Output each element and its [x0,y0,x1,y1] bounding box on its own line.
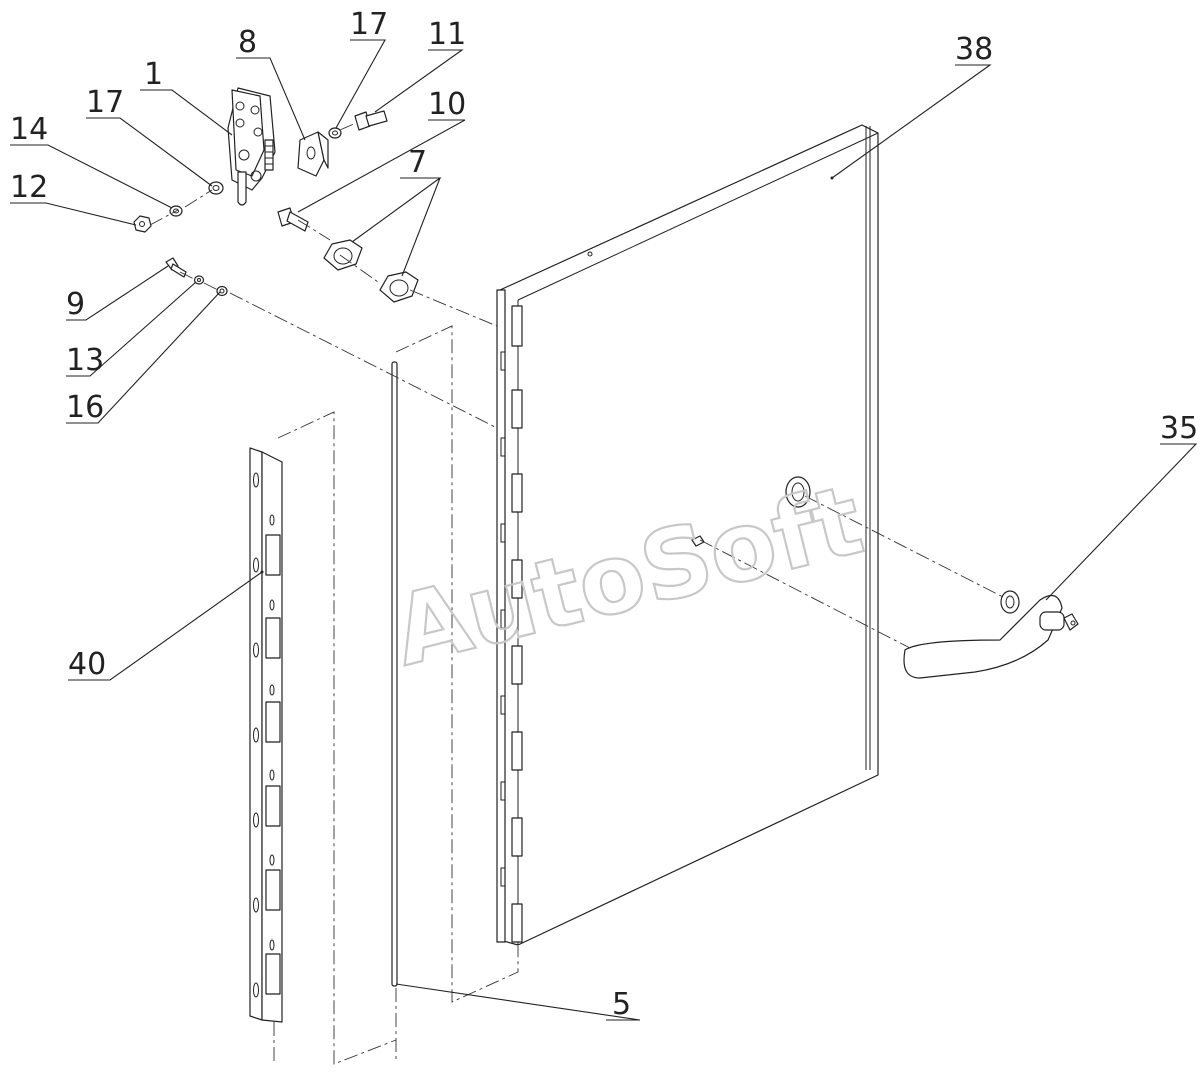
callout-8: 8 [238,25,257,60]
door-panel [499,124,879,946]
callout-40: 40 [68,647,106,682]
bolt-10 [277,207,309,232]
screw-9 [165,257,187,278]
callout-10: 10 [428,87,466,122]
door-hinge-knuckles [496,289,523,943]
callout-17-top: 17 [350,7,388,42]
bracket [297,131,329,177]
callout-1: 1 [144,57,163,92]
callout-14: 14 [10,112,48,147]
locknut-7b [379,271,419,303]
leader-lines [10,39,1198,1021]
hinge-strip [249,447,283,1023]
assembly-lines [149,122,1006,1065]
callout-5: 5 [612,987,631,1022]
callout-38: 38 [955,32,993,67]
washer-17-left [208,181,224,195]
washer-13 [193,275,205,285]
callout-9: 9 [66,287,85,322]
nut-12 [133,215,152,233]
locknut-7a [323,239,363,271]
callout-labels: 1 8 17 11 10 7 14 17 12 9 13 16 38 35 40… [10,7,1198,1022]
callout-35: 35 [1160,411,1198,446]
latch-assembly [227,87,276,206]
callout-17-left: 17 [86,85,124,120]
callout-11: 11 [428,17,466,52]
callout-13: 13 [66,343,104,378]
door-handle [903,590,1079,679]
washer-17-top [328,127,342,139]
callout-12: 12 [10,170,48,205]
bolt-11 [354,110,388,131]
callout-7: 7 [408,145,427,180]
callout-16: 16 [66,390,104,425]
hinge-pin-rod [391,361,398,987]
